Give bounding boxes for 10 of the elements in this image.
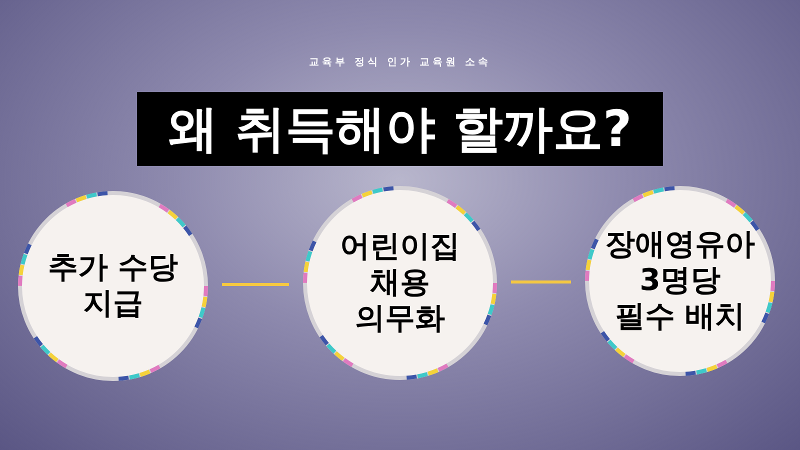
circle-node [20,193,206,379]
connector-line [511,280,571,284]
node-text: 어린이집 채용 의무화 [339,229,461,337]
circle-node [587,188,773,374]
node-text: 추가 수당 지급 [46,250,180,322]
connector-line [222,283,289,286]
node-text: 장애영유아 3명당 필수 배치 [605,227,755,335]
circle-node [305,188,495,378]
title-banner: 왜 취득해야 할까요? [137,92,663,166]
subtitle-text: 교육부 정식 인가 교육원 소속 [309,56,491,70]
